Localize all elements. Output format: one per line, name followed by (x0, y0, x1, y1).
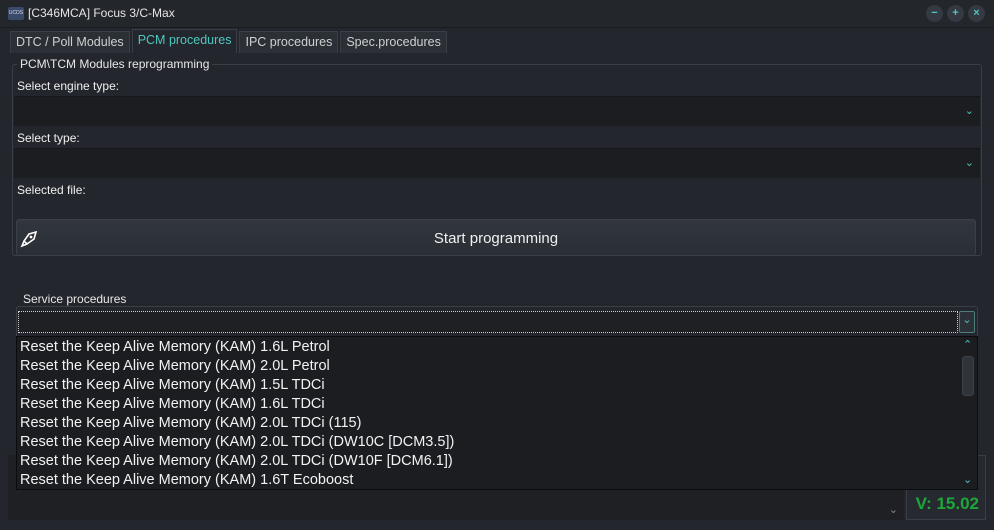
chevron-down-icon: ⌄ (962, 314, 972, 326)
service-dropdown-button[interactable]: ⌄ (959, 311, 975, 333)
tab-spec-procedures[interactable]: Spec.procedures (340, 31, 447, 53)
list-item[interactable]: Reset the Keep Alive Memory (KAM) 2.0L T… (20, 453, 453, 469)
title-bar: UCDS [C346MCA] Focus 3/C-Max − + × (0, 0, 994, 28)
start-programming-button[interactable]: Start programming (16, 219, 976, 256)
service-group-title: Service procedures (20, 292, 130, 306)
maximize-button[interactable]: + (947, 5, 964, 22)
pcm-group-title: PCM\TCM Modules reprogramming (17, 57, 213, 71)
minimize-button[interactable]: − (926, 5, 943, 22)
close-button[interactable]: × (968, 5, 985, 22)
window-title: [C346MCA] Focus 3/C-Max (28, 6, 175, 20)
list-item[interactable]: Reset the Keep Alive Memory (KAM) 1.6L T… (20, 396, 325, 412)
tab-ipc-procedures[interactable]: IPC procedures (239, 31, 339, 53)
service-procedure-select[interactable] (18, 311, 958, 333)
type-select[interactable]: ⌄ (14, 148, 980, 178)
tab-bar: DTC / Poll Modules PCM procedures IPC pr… (10, 29, 447, 53)
chevron-down-icon: ⌄ (888, 504, 898, 516)
app-logo: UCDS (8, 7, 24, 20)
list-item[interactable]: Reset the Keep Alive Memory (KAM) 2.0L T… (20, 434, 455, 450)
selected-file-label: Selected file: (17, 183, 86, 197)
start-programming-label: Start programming (433, 230, 559, 247)
tab-dtc-poll-modules[interactable]: DTC / Poll Modules (10, 31, 130, 53)
chevron-down-icon: ⌄ (964, 105, 974, 117)
engine-type-label: Select engine type: (17, 79, 120, 93)
type-label: Select type: (17, 131, 80, 145)
list-item[interactable]: Reset the Keep Alive Memory (KAM) 1.6L P… (20, 339, 330, 355)
tab-pcm-procedures[interactable]: PCM procedures (131, 29, 238, 53)
list-item[interactable]: Reset the Keep Alive Memory (KAM) 1.5L T… (20, 377, 325, 393)
service-procedures-dropdown-list[interactable]: Reset the Keep Alive Memory (KAM) 1.6L P… (16, 336, 978, 490)
scroll-up-icon[interactable]: ⌃ (963, 339, 973, 351)
scrollbar-thumb[interactable] (962, 356, 974, 396)
list-item[interactable]: Reset the Keep Alive Memory (KAM) 1.6T E… (20, 472, 354, 488)
list-item[interactable]: Reset the Keep Alive Memory (KAM) 2.0L P… (20, 358, 330, 374)
list-item[interactable]: Reset the Keep Alive Memory (KAM) 2.0L T… (20, 415, 362, 431)
version-label: V: 15.02 (915, 494, 979, 513)
engine-type-select[interactable]: ⌄ (14, 96, 980, 126)
scroll-down-icon[interactable]: ⌄ (963, 474, 973, 486)
rocket-icon (20, 230, 38, 248)
chevron-down-icon: ⌄ (964, 157, 974, 169)
